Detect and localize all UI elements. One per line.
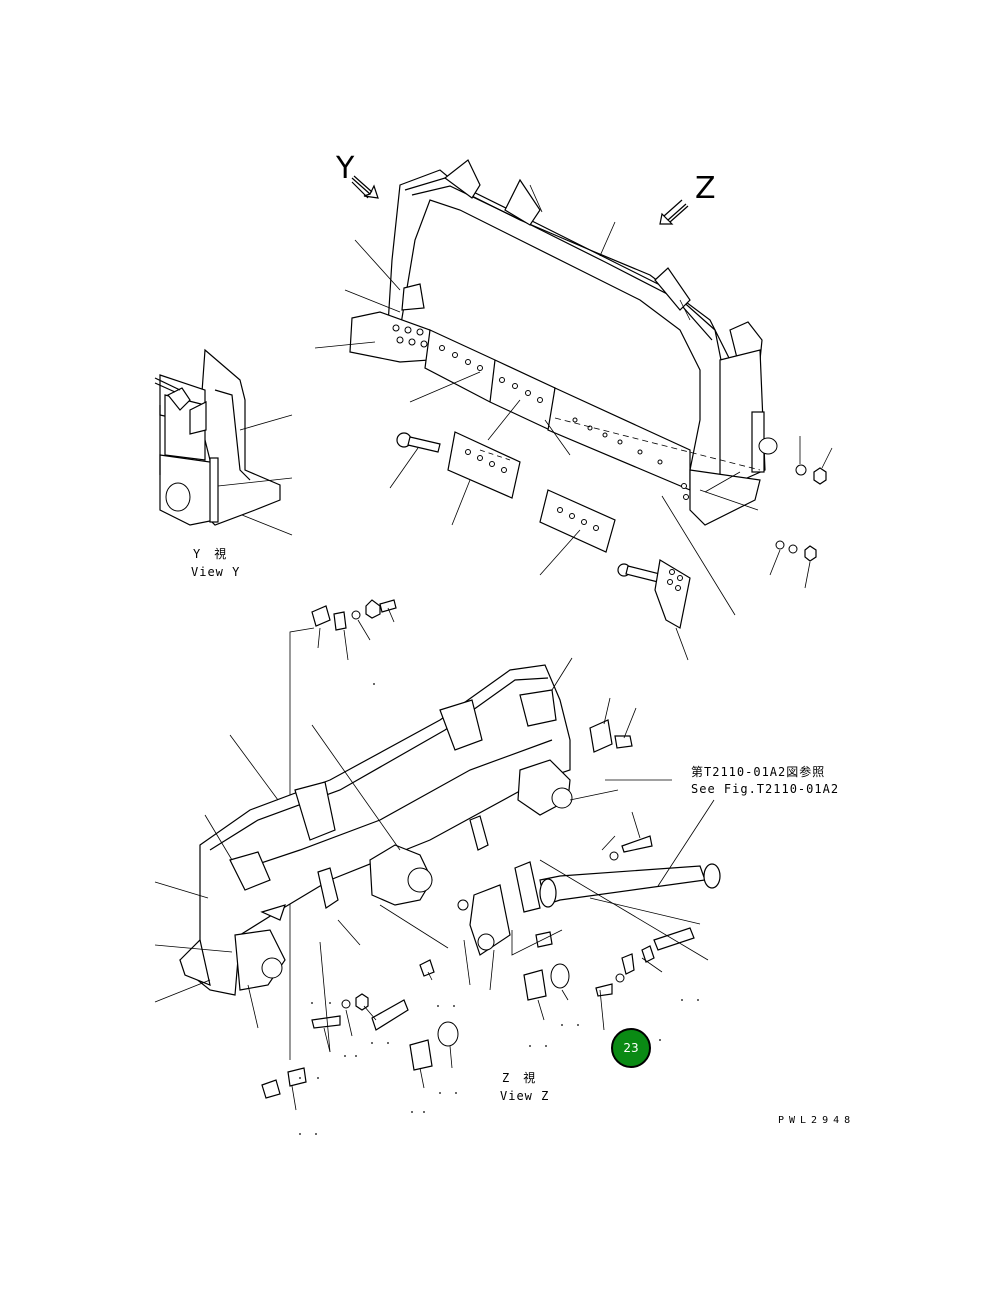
view-z-arrow-icon <box>659 199 689 225</box>
leader-lines-view-y <box>217 414 293 536</box>
page-number-badge[interactable]: 23 <box>611 1028 651 1068</box>
leader-lines-upper <box>314 184 833 661</box>
moldboard-outline <box>387 169 741 491</box>
cylinder-bracket <box>469 884 511 956</box>
washer-nut-set-right <box>775 464 827 562</box>
cutting-edge-center <box>424 329 556 431</box>
view-z-caption-jp: Z 視 <box>502 1070 536 1085</box>
end-bit-right <box>689 469 761 526</box>
pin-assembly-right <box>514 861 721 913</box>
bolt-upper-left <box>396 432 441 453</box>
bolt-right-edge <box>617 563 661 583</box>
reference-note-jp: 第T2110-01A2図参照 <box>691 764 825 779</box>
page-number-text: 23 <box>623 1041 638 1055</box>
cutting-edge-piece-2 <box>539 489 616 553</box>
bushings <box>371 963 570 1071</box>
view-y-drawing: Y 視 View Y <box>154 348 293 579</box>
leader-lines-lower <box>154 607 715 1111</box>
cutting-edge-left <box>349 311 431 363</box>
view-y-caption-en: View Y <box>191 565 240 579</box>
pin-set-top <box>311 599 397 631</box>
index-marks <box>299 683 699 1135</box>
bracket-plate-top-right <box>589 719 633 753</box>
view-y-letter: Y <box>335 151 355 186</box>
view-y-caption-jp: Y 視 <box>193 546 227 561</box>
blade-assembly-upper: Y Z <box>314 151 833 661</box>
view-y-arrow-icon <box>351 175 379 199</box>
view-z-caption-en: View Z <box>500 1089 549 1103</box>
reference-note-en: See Fig.T2110-01A2 <box>691 782 839 796</box>
view-z-letter: Z <box>695 171 716 206</box>
blade-frame-lower: Z 視 View Z <box>154 599 721 1135</box>
bolts-washers-lower <box>261 835 695 1099</box>
drawing-code: PWL2948 <box>778 1115 855 1126</box>
cutting-edge-piece-1 <box>447 431 521 499</box>
